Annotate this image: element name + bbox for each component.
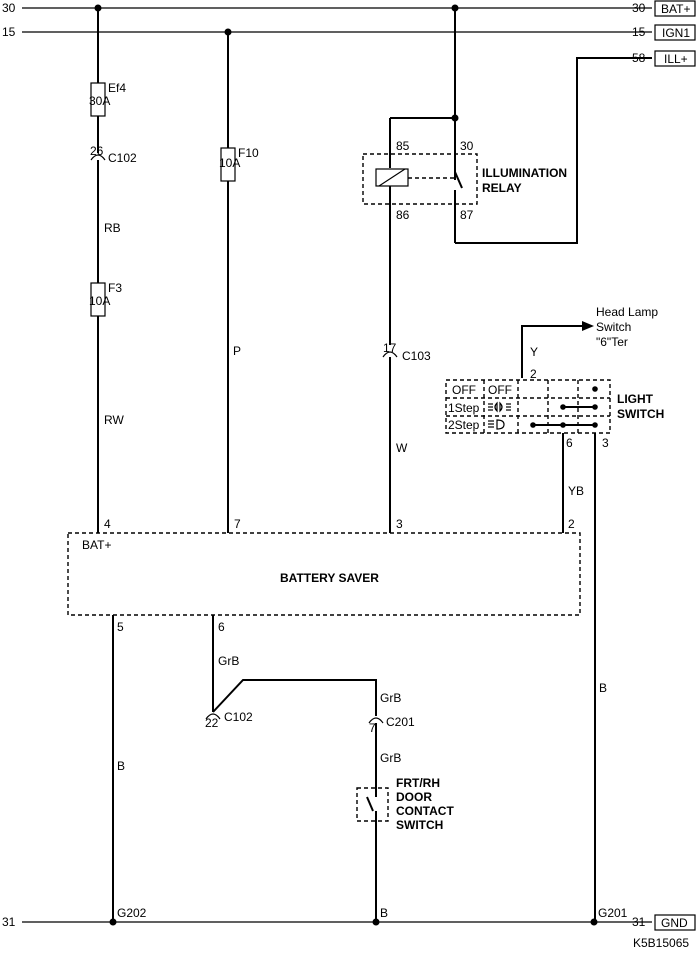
- gnd-tag: GND: [661, 916, 688, 930]
- light-switch-name-1: LIGHT: [617, 392, 654, 406]
- bat-plus-tag-box: [654, 0, 696, 17]
- wire-label-rw: RW: [104, 413, 124, 427]
- light-switch-row2-a: 1Step: [448, 401, 480, 415]
- rail-30-left-label: 30: [2, 1, 16, 15]
- relay-coil-slash: [378, 168, 406, 187]
- connector-c102-top-symbol: [90, 154, 106, 161]
- illumination-relay-box: [362, 153, 478, 205]
- ill-plus-tag: ILL+: [664, 52, 688, 66]
- battery-saver-pin-2: 2: [568, 517, 575, 531]
- battery-saver-pin-7: 7: [234, 517, 241, 531]
- ign1-tag-box: [654, 24, 696, 41]
- fuse-f3-rating: 10A: [89, 294, 110, 308]
- diagram-id: K5B15065: [633, 936, 689, 950]
- arrow-head-lamp: [582, 321, 594, 331]
- head-lamp-label-3: "6"Ter: [596, 335, 628, 349]
- wire-grb-2: [212, 679, 377, 716]
- relay-pin-87: 87: [460, 208, 474, 222]
- light-switch-box: [445, 379, 611, 434]
- connector-c201-name: C201: [386, 715, 415, 729]
- switch-contact-dot: [560, 422, 566, 428]
- battery-saver-pin-5: 5: [117, 620, 124, 634]
- wire-label-rb: RB: [104, 221, 121, 235]
- light-switch-row3-a: 2Step: [448, 418, 480, 432]
- light-switch-name-2: SWITCH: [617, 407, 664, 421]
- rail-30-right-label: 30: [632, 1, 646, 15]
- wire-label-y: Y: [530, 345, 538, 359]
- wire-label-b-left: B: [117, 759, 125, 773]
- switch-contact-dot: [592, 422, 598, 428]
- light-switch-pin-2: 2: [530, 367, 537, 381]
- fuse-ef4-name: Ef4: [108, 81, 126, 95]
- switch-contact-dot: [592, 386, 598, 392]
- battery-saver-pin-4: 4: [104, 517, 111, 531]
- head-lamp-label-1: Head Lamp: [596, 305, 658, 319]
- light-switch-pin-6: 6: [566, 436, 573, 450]
- wire-label-grb-1: GrB: [218, 654, 239, 668]
- relay-pin-85: 85: [396, 139, 410, 153]
- parking-lamp-icon: [488, 401, 511, 413]
- relay-name-line2: RELAY: [482, 181, 522, 195]
- head-lamp-label-2: Switch: [596, 320, 631, 334]
- ill-plus-tag-box: [654, 50, 696, 67]
- connector-c102-bot-symbol: [205, 713, 221, 720]
- wire-label-b-door: B: [380, 906, 388, 920]
- wire-label-grb-3: GrB: [380, 751, 401, 765]
- light-switch-row1-a: OFF: [452, 383, 476, 397]
- wire-relay87-to-ill: [455, 57, 652, 244]
- headlamp-icon: [488, 419, 505, 430]
- door-switch-blade: [366, 796, 374, 812]
- connector-c102-bot-name: C102: [224, 710, 253, 724]
- rail-31-right-label: 31: [632, 915, 646, 929]
- door-switch-box: [356, 787, 389, 822]
- wire-label-grb-2: GrB: [380, 691, 401, 705]
- connector-c103-name: C103: [402, 349, 431, 363]
- relay-name-line1: ILLUMINATION: [482, 166, 567, 180]
- connector-c201-pin: 7: [369, 721, 376, 735]
- door-switch-line2: DOOR: [396, 790, 432, 804]
- connector-c102-bot-pin: 22: [205, 716, 219, 730]
- connector-c103-pin: 17: [383, 341, 397, 355]
- door-switch-line3: CONTACT: [396, 804, 454, 818]
- connector-c103-symbol: [382, 351, 398, 358]
- ground-g202: G202: [117, 906, 147, 920]
- rail-31-left-label: 31: [2, 915, 16, 929]
- gnd-tag-box: [654, 914, 696, 931]
- wire-label-p: P: [233, 344, 241, 358]
- rail-15-left-label: 15: [2, 25, 16, 39]
- wire-label-b-right: B: [599, 681, 607, 695]
- light-switch-row1-b: OFF: [488, 383, 512, 397]
- relay-pin-86: 86: [396, 208, 410, 222]
- fuse-f10-name: F10: [238, 146, 259, 160]
- switch-contact-dot: [592, 404, 598, 410]
- battery-saver-bat-label: BAT+: [82, 538, 111, 552]
- battery-saver-name: BATTERY SAVER: [280, 571, 379, 585]
- fuse-f3-name: F3: [108, 281, 122, 295]
- wire-y: [521, 325, 584, 378]
- battery-saver-pin-3: 3: [396, 517, 403, 531]
- battery-saver-pin-6: 6: [218, 620, 225, 634]
- ign1-tag: IGN1: [662, 26, 690, 40]
- relay-pin-30: 30: [460, 139, 474, 153]
- door-switch-line4: SWITCH: [396, 818, 443, 832]
- fuse-f10-rating: 10A: [219, 156, 240, 170]
- connector-c102-top-pin: 26: [90, 144, 104, 158]
- battery-saver-box: [67, 532, 581, 616]
- wire-label-yb: YB: [568, 484, 584, 498]
- connector-c102-top-name: C102: [108, 151, 137, 165]
- light-switch-pin-3: 3: [602, 436, 609, 450]
- bat-plus-tag: BAT+: [661, 2, 690, 16]
- wire-label-w: W: [396, 441, 408, 455]
- fuse-ef4-rating: 30A: [89, 94, 110, 108]
- connector-c201-symbol: [368, 717, 384, 724]
- rail-15-right-label: 15: [632, 25, 646, 39]
- relay-contact: [454, 171, 463, 189]
- door-switch-line1: FRT/RH: [396, 776, 440, 790]
- ground-g201: G201: [598, 906, 628, 920]
